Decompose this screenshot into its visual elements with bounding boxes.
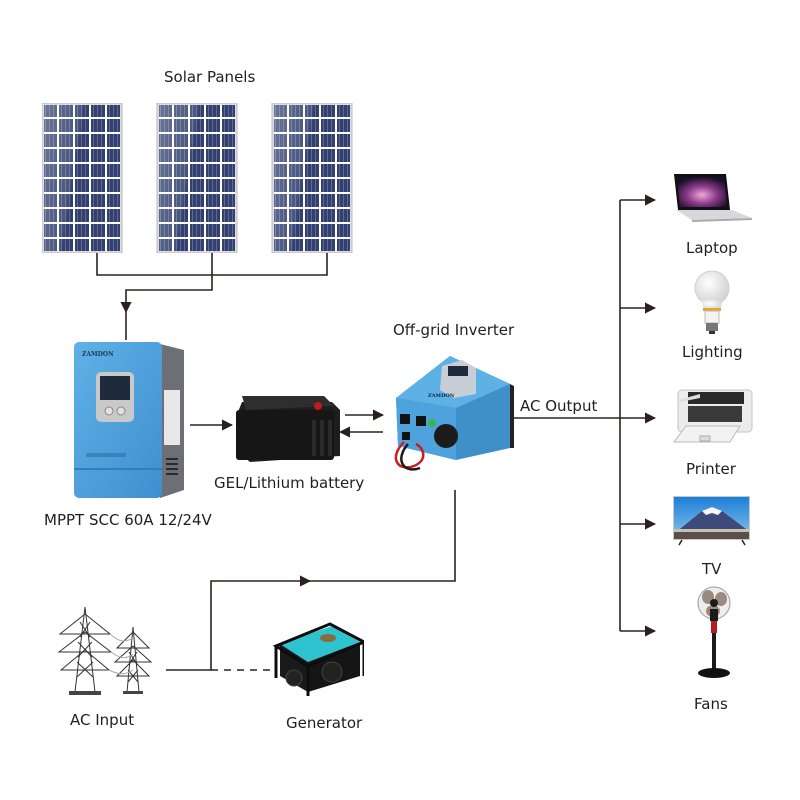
- panel-wire-2: [120, 252, 213, 314]
- ac-output-label: AC Output: [520, 397, 598, 415]
- power-tower-icon: [57, 606, 153, 695]
- ac-input-label: AC Input: [70, 711, 135, 729]
- generator-icon: [272, 622, 364, 696]
- solar-panel-array: [42, 103, 353, 253]
- load-label-fans: Fans: [694, 695, 728, 713]
- mppt-controller-icon: ZAMDON: [74, 342, 184, 498]
- controller-brand: ZAMDON: [82, 351, 114, 358]
- battery-label: GEL/Lithium battery: [214, 474, 365, 492]
- solar-panels-label: Solar Panels: [164, 68, 256, 86]
- printer-icon: [673, 389, 753, 443]
- load-label-laptop: Laptop: [686, 239, 738, 257]
- ac-input-to-inverter: [300, 490, 456, 582]
- solar-panel-3: [271, 103, 353, 253]
- controller-label: MPPT SCC 60A 12/24V: [44, 511, 212, 529]
- light-bulb-icon: [694, 270, 730, 334]
- load-label-lighting: Lighting: [682, 343, 743, 361]
- load-label-printer: Printer: [686, 460, 736, 478]
- tv-icon: [673, 496, 750, 546]
- ac-input-line: [166, 575, 312, 671]
- inverter-icon: ZAMDON: [394, 356, 514, 471]
- fan-icon: [697, 586, 731, 678]
- battery-icon: [236, 396, 340, 462]
- generator-label: Generator: [286, 714, 363, 732]
- inverter-label: Off-grid Inverter: [393, 321, 515, 339]
- inverter-brand: ZAMDON: [428, 393, 455, 399]
- load-label-tv: TV: [702, 560, 722, 578]
- solar-panel-1: [42, 103, 123, 253]
- solar-panel-2: [156, 103, 238, 253]
- laptop-icon: [674, 174, 752, 222]
